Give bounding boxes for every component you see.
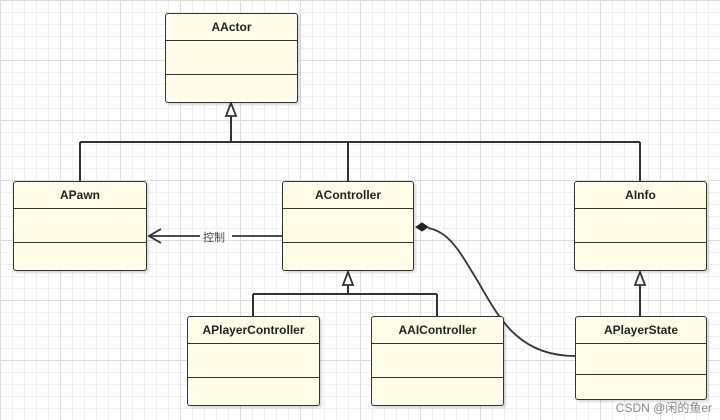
class-box-aactor[interactable]: AActor (165, 13, 298, 103)
control-arrowhead (147, 228, 162, 244)
attributes-section (575, 209, 706, 243)
inheritance-arrow-aactor (224, 100, 238, 117)
attributes-section (188, 344, 319, 378)
watermark-text: CSDN @闲的鱼er (615, 401, 712, 415)
attributes-section (372, 344, 503, 378)
attributes-section (576, 344, 706, 375)
class-name-aplayercontroller: APlayerController (188, 317, 319, 344)
attributes-section (283, 209, 413, 243)
inheritance-arrow-ainfo (633, 269, 647, 286)
class-box-aaicontroller[interactable]: AAIController (371, 316, 504, 406)
class-box-aplayerstate[interactable]: APlayerState (575, 316, 707, 400)
attributes-section (166, 41, 297, 75)
class-name-aactor: AActor (166, 14, 297, 41)
class-box-ainfo[interactable]: AInfo (574, 181, 707, 271)
class-box-acontroller[interactable]: AController (282, 181, 414, 271)
class-name-acontroller: AController (283, 182, 413, 209)
inheritance-arrow-acontroller (341, 269, 355, 286)
class-name-aaicontroller: AAIController (372, 317, 503, 344)
inheritance-connectors-to-aactor (79, 116, 641, 181)
class-box-aplayercontroller[interactable]: APlayerController (187, 316, 320, 406)
class-box-apawn[interactable]: APawn (13, 181, 147, 271)
class-name-ainfo: AInfo (575, 182, 706, 209)
composition-curve (427, 227, 576, 357)
control-edge-label: 控制 (203, 232, 225, 244)
attributes-section (14, 209, 146, 243)
inheritance-connectors-to-acontroller (252, 285, 438, 316)
class-name-apawn: APawn (14, 182, 146, 209)
class-name-aplayerstate: APlayerState (576, 317, 706, 344)
composition-diamond (415, 222, 429, 232)
